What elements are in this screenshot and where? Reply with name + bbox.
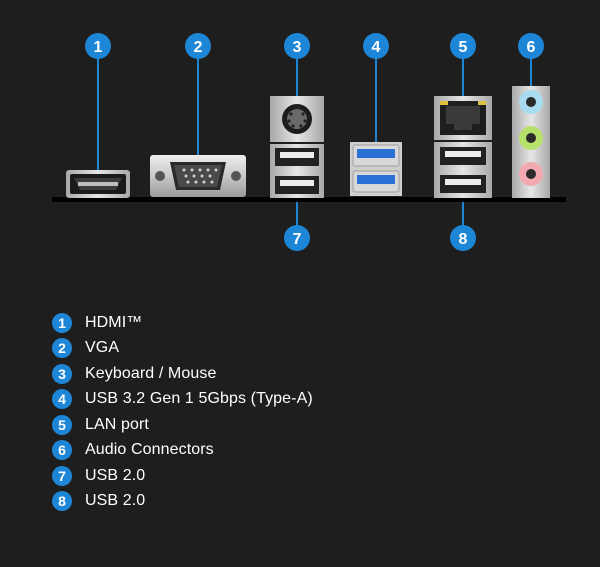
- audio-jacks: [512, 86, 550, 198]
- legend: 1 HDMI™ 2 VGA 3 Keyboard / Mouse 4 USB 3…: [52, 310, 313, 514]
- callout-6: 6: [518, 33, 544, 59]
- callout-3: 3: [284, 33, 310, 59]
- io-panel-diagram: 1 2 3 4 5 6 7 8: [52, 33, 566, 251]
- callout-5: 5: [450, 33, 476, 59]
- legend-item-hdmi: 1 HDMI™: [52, 310, 313, 336]
- legend-label: USB 3.2 Gen 1 5Gbps (Type-A): [85, 390, 313, 408]
- legend-label: LAN port: [85, 415, 149, 433]
- callout-2: 2: [185, 33, 211, 59]
- svg-text:6: 6: [527, 39, 536, 56]
- legend-label: USB 2.0: [85, 466, 146, 484]
- panel-baseline: [52, 197, 566, 202]
- usb2-stack-right: [434, 142, 492, 198]
- vga-port: [150, 155, 246, 197]
- legend-label: VGA: [85, 339, 120, 357]
- legend-number-badge: 1: [52, 312, 72, 333]
- legend-item-usb2-b: 8 USB 2.0: [52, 489, 313, 515]
- legend-label: Audio Connectors: [85, 441, 214, 459]
- legend-number-badge: 8: [52, 491, 72, 512]
- legend-label: USB 2.0: [85, 492, 146, 510]
- usb3-stack: [350, 142, 402, 196]
- legend-item-usb2-a: 7 USB 2.0: [52, 463, 313, 489]
- svg-text:2: 2: [194, 39, 203, 56]
- callout-1: 1: [85, 33, 111, 59]
- legend-item-vga: 2 VGA: [52, 336, 313, 362]
- usb2-stack-left: [270, 144, 324, 198]
- legend-label: HDMI™: [85, 313, 143, 331]
- svg-text:4: 4: [372, 39, 381, 56]
- legend-label: Keyboard / Mouse: [85, 364, 217, 382]
- svg-text:3: 3: [293, 39, 302, 56]
- legend-item-keyboard-mouse: 3 Keyboard / Mouse: [52, 361, 313, 387]
- ps2-port: [270, 96, 324, 142]
- legend-number-badge: 2: [52, 338, 72, 359]
- callout-4: 4: [363, 33, 389, 59]
- svg-text:1: 1: [94, 39, 103, 56]
- legend-number-badge: 5: [52, 414, 72, 435]
- legend-item-usb3: 4 USB 3.2 Gen 1 5Gbps (Type-A): [52, 387, 313, 413]
- svg-text:7: 7: [293, 231, 302, 248]
- lan-port: [434, 96, 492, 140]
- callout-8: 8: [450, 225, 476, 251]
- hdmi-port: [66, 170, 130, 198]
- legend-item-audio: 6 Audio Connectors: [52, 438, 313, 464]
- legend-number-badge: 3: [52, 363, 72, 384]
- legend-number-badge: 7: [52, 465, 72, 486]
- legend-number-badge: 4: [52, 389, 72, 410]
- legend-item-lan: 5 LAN port: [52, 412, 313, 438]
- svg-text:8: 8: [459, 231, 468, 248]
- legend-number-badge: 6: [52, 440, 72, 461]
- svg-text:5: 5: [459, 39, 468, 56]
- callout-7: 7: [284, 225, 310, 251]
